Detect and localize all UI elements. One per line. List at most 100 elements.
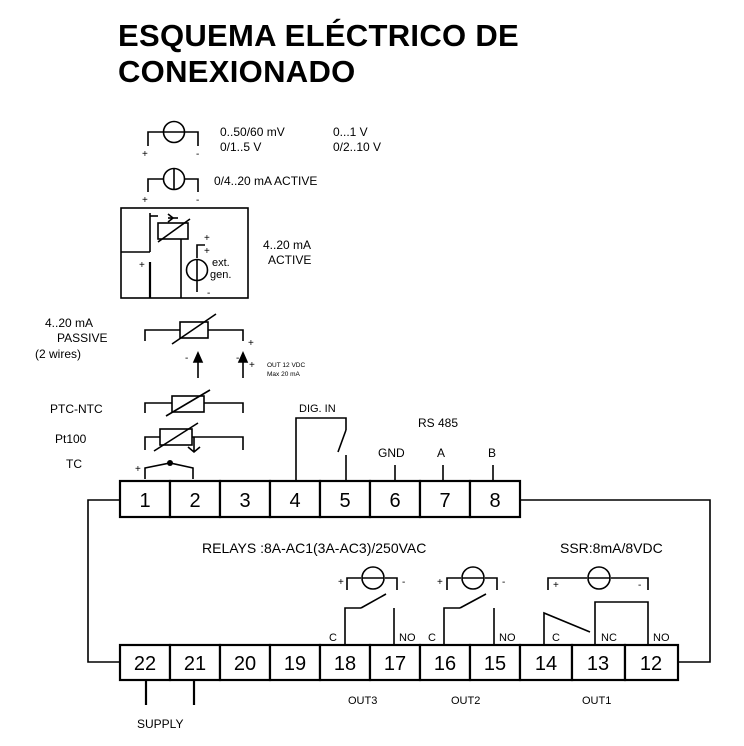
terminal-label: 21	[184, 653, 206, 675]
voltage-range-b: 0/1..5 V	[220, 140, 261, 154]
no-label: NO	[499, 632, 516, 644]
ptc-ntc-label: PTC-NTC	[50, 402, 103, 416]
tc-label: TC	[66, 457, 82, 471]
terminal-label: 20	[234, 653, 256, 675]
ext-gen-label-1: ext.	[212, 257, 230, 269]
plus-label: +	[135, 464, 141, 475]
plus-label: +	[553, 580, 559, 591]
c-label: C	[428, 632, 436, 644]
current-active-input: + -	[142, 167, 199, 206]
terminal-17	[368, 643, 422, 682]
terminal-6	[368, 479, 422, 519]
voltage-input: + -	[142, 120, 199, 160]
c-label: C	[552, 632, 560, 644]
ptc-ntc-sensor	[144, 389, 244, 417]
passive-label-3: (2 wires)	[35, 347, 81, 361]
terminal-19	[268, 643, 322, 682]
minus-label: -	[502, 577, 505, 588]
plus-label: +	[338, 577, 344, 588]
out12-label-2: Max 20 mA	[267, 371, 301, 378]
plus-label: +	[139, 260, 145, 271]
plus-label: +	[249, 360, 255, 371]
thermocouple: +	[135, 460, 194, 479]
digital-input	[295, 417, 347, 481]
supply-leads	[144, 680, 196, 705]
passive-input: - - + +	[144, 313, 255, 378]
plus-label: +	[204, 246, 210, 257]
loop-active-label-2: ACTIVE	[268, 253, 311, 267]
loop-active-input: + + + - ext. gen.	[120, 207, 249, 299]
rs485-label: RS 485	[418, 416, 458, 430]
minus-label: -	[196, 195, 199, 206]
terminal-12	[623, 643, 680, 682]
no-label: NO	[399, 632, 416, 644]
terminal-label: 3	[239, 490, 250, 512]
terminal-21	[168, 643, 222, 682]
terminal-22	[118, 643, 172, 682]
plus-label: +	[142, 149, 148, 160]
current-active-label: 0/4..20 mA ACTIVE	[214, 174, 317, 188]
rs-a-label: A	[437, 446, 445, 460]
minus-label: -	[207, 288, 210, 299]
terminal-label: 16	[434, 653, 456, 675]
terminal-label: 13	[587, 653, 609, 675]
out3-relay: + - C NO	[329, 566, 416, 645]
minus-label: -	[196, 149, 199, 160]
plus-label: +	[248, 338, 254, 349]
voltage-range-a: 0..50/60 mV	[220, 125, 285, 139]
terminal-label: 14	[535, 653, 557, 675]
plus-label: +	[437, 577, 443, 588]
passive-label-1: 4..20 mA	[45, 316, 93, 330]
out3-label: OUT3	[348, 695, 377, 707]
gnd-label: GND	[378, 446, 405, 460]
c-label: C	[329, 632, 337, 644]
terminal-18	[318, 643, 372, 682]
terminal-15	[468, 643, 522, 682]
pt100-sensor	[144, 422, 244, 454]
minus-label: -	[185, 353, 188, 364]
nc-label: NC	[601, 632, 617, 644]
terminal-label: 4	[289, 490, 300, 512]
minus-label: -	[236, 353, 239, 364]
ext-gen-label-2: gen.	[210, 269, 231, 281]
out1-relay: + - C NC NO	[543, 566, 670, 645]
terminal-7	[418, 479, 472, 519]
enclosure-outline	[87, 499, 711, 663]
pt100-label: Pt100	[55, 432, 87, 446]
loop-active-label-1: 4..20 mA	[263, 238, 311, 252]
passive-label-2: PASSIVE	[57, 331, 107, 345]
voltage-range-c: 0...1 V	[333, 125, 368, 139]
terminal-label: 1	[139, 490, 150, 512]
rs-b-label: B	[488, 446, 496, 460]
terminal-8	[468, 479, 522, 519]
terminal-label: 15	[484, 653, 506, 675]
no-label: NO	[653, 632, 670, 644]
out12-label-1: OUT 12 VDC	[267, 362, 305, 369]
out2-label: OUT2	[451, 695, 480, 707]
terminal-label: 6	[389, 490, 400, 512]
terminal-label: 18	[334, 653, 356, 675]
terminal-label: 2	[189, 490, 200, 512]
out2-relay: + - C NO	[428, 566, 516, 645]
terminal-13	[570, 643, 627, 682]
dig-in-label: DIG. IN	[299, 403, 336, 415]
rs485-port	[394, 465, 494, 481]
voltage-range-d: 0/2..10 V	[333, 140, 381, 154]
minus-label: -	[402, 577, 405, 588]
plus-label: +	[204, 233, 210, 244]
terminal-label: 8	[489, 490, 500, 512]
ssr-label: SSR:8mA/8VDC	[560, 540, 663, 556]
terminal-2	[168, 479, 222, 519]
terminal-label: 5	[339, 490, 350, 512]
terminal-label: 22	[134, 653, 156, 675]
out1-label: OUT1	[582, 695, 611, 707]
terminal-label: 17	[384, 653, 406, 675]
top-terminal-block: 1 2 3 4 5 6 7 8	[118, 479, 522, 519]
bottom-terminal-block: 22 21 20 19 18 17 16 15 14 13 12	[118, 643, 680, 682]
plus-label: +	[142, 195, 148, 206]
terminal-label: 19	[284, 653, 306, 675]
supply-label: SUPPLY	[137, 717, 183, 731]
minus-label: -	[638, 580, 641, 591]
page-title: ESQUEMA ELÉCTRICO DE CONEXIONADO	[118, 18, 519, 89]
